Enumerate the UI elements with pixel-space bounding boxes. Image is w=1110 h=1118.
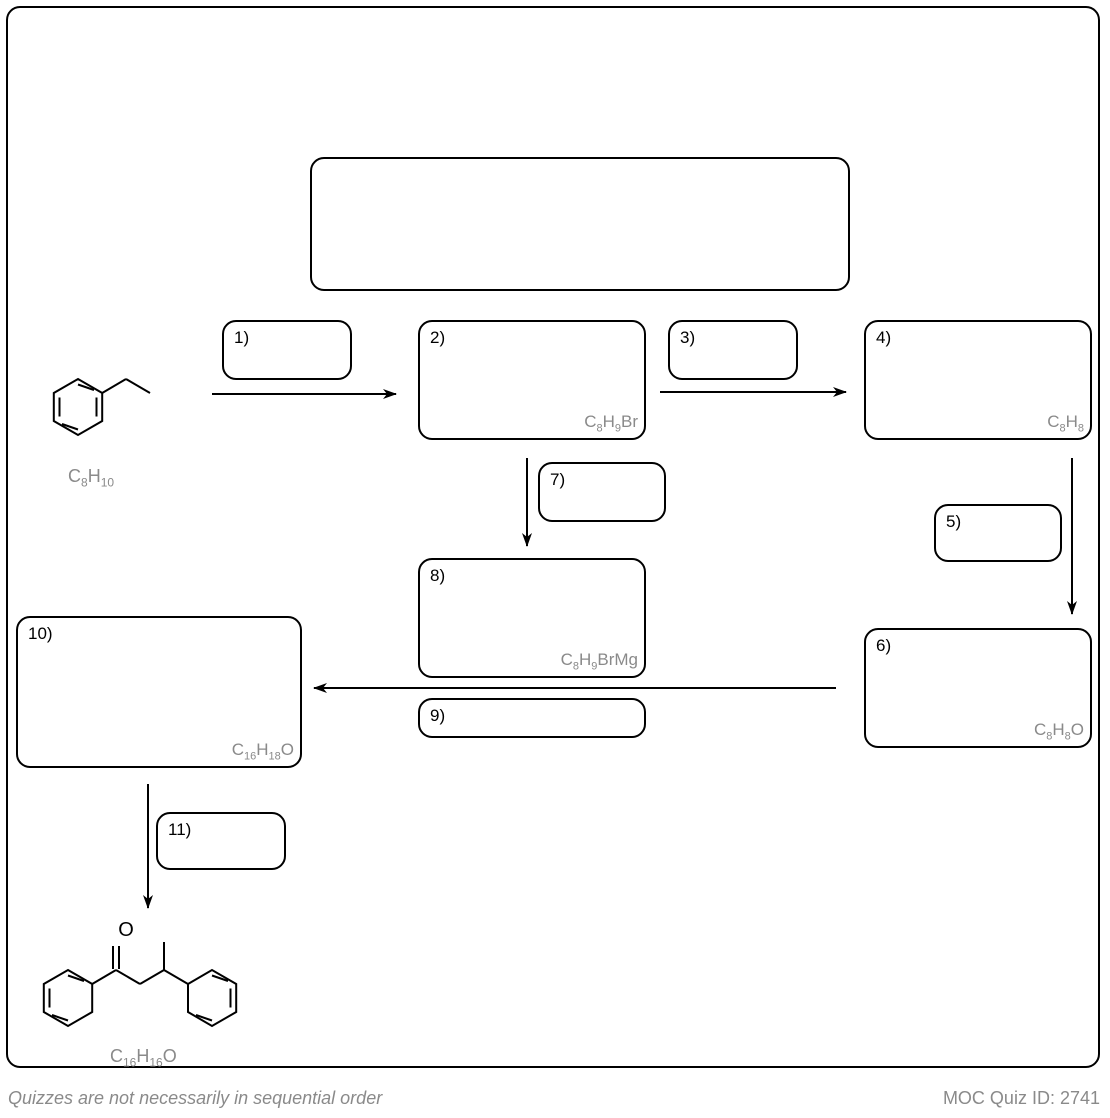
quiz-id: MOC Quiz ID: 2741 [942, 1088, 1100, 1108]
step-label-9: 9) [430, 706, 446, 725]
step-label-4: 4) [876, 328, 892, 347]
intermediate-box-4[interactable]: 4) C8H8 [864, 320, 1092, 440]
step-label-3: 3) [680, 328, 696, 347]
step-label-11: 11) [168, 820, 192, 839]
intermediate-box-8[interactable]: 8) C8H9BrMg [418, 558, 646, 678]
intermediate-box-2[interactable]: 2) C8H9Br [418, 320, 646, 440]
intermediate-box-10[interactable]: 10) C16H18O [16, 616, 302, 768]
reagent-box-9[interactable]: 9) [418, 698, 646, 738]
reagent-box-11[interactable]: 11) [156, 812, 286, 870]
reagent-box-1[interactable]: 1) [222, 320, 352, 380]
reagent-box-5[interactable]: 5) [934, 504, 1062, 562]
formula-product: C16H16O [110, 1046, 177, 1070]
formula-step-6: C8H8O [1033, 719, 1084, 742]
step-label-7: 7) [550, 470, 566, 489]
product-oxygen-label: O [118, 919, 134, 941]
quiz-frame [6, 6, 1100, 1068]
step-label-5: 5) [946, 512, 962, 531]
step-label-6: 6) [876, 636, 892, 655]
formula-step-2: C8H9Br [584, 411, 638, 434]
intermediate-box-6[interactable]: 6) C8H8O [864, 628, 1092, 748]
reagent-box-7[interactable]: 7) [538, 462, 666, 522]
formula-step-4: C8H8 [1047, 411, 1084, 434]
step-label-1: 1) [234, 328, 250, 347]
step-label-2: 2) [430, 328, 446, 347]
formula-step-10: C16H18O [231, 739, 294, 762]
reagent-box-3[interactable]: 3) [668, 320, 798, 380]
final-product-structure [42, 941, 238, 1027]
step-label-8: 8) [430, 566, 446, 585]
formula-step-8: C8H9BrMg [560, 649, 638, 672]
footer-note: Quizzes are not necessarily in sequentia… [8, 1088, 383, 1108]
step-label-10: 10) [28, 624, 53, 643]
formula-start: C8H10 [68, 466, 115, 490]
summary-box [310, 157, 850, 291]
start-structure [52, 378, 151, 436]
